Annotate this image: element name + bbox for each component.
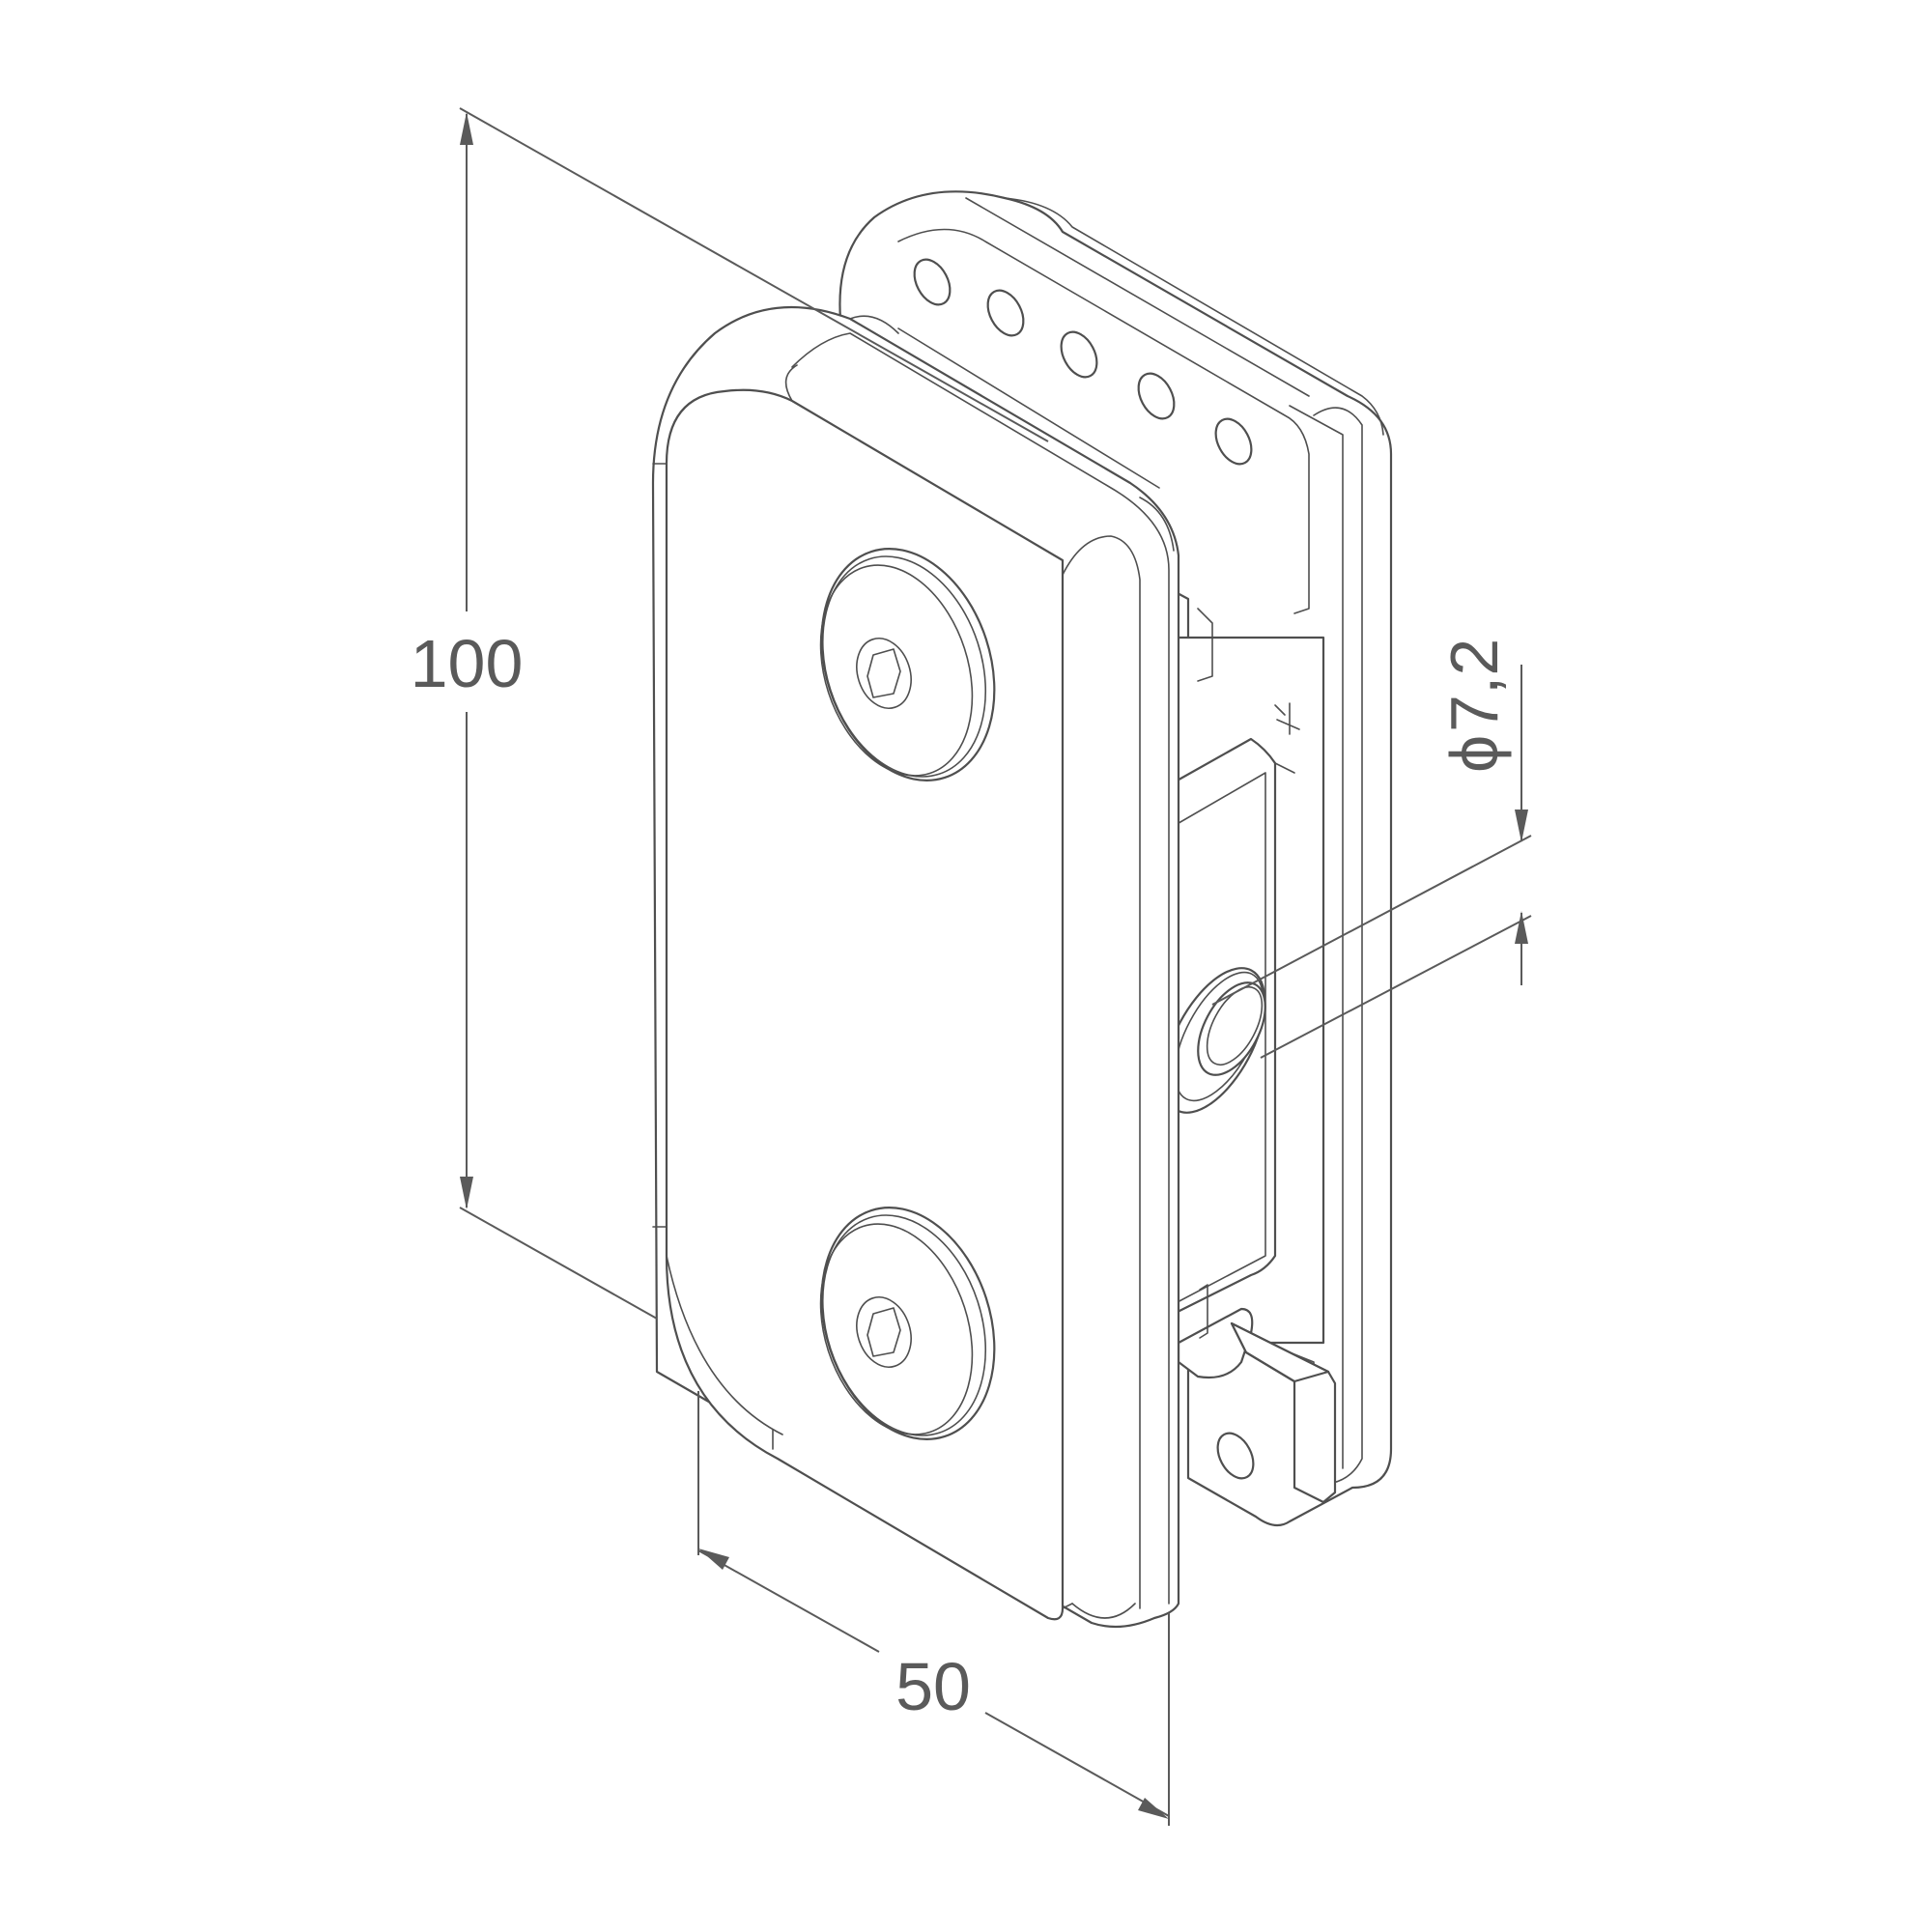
adjustment-hole-2 [986, 289, 1025, 337]
width-arrow-right [1138, 1798, 1169, 1819]
pin-diameter-symbol: ϕ [1436, 735, 1512, 773]
adjustment-hole-1 [913, 258, 952, 306]
adjustment-hole-5 [1214, 417, 1253, 466]
top-screw [819, 548, 996, 781]
height-label: 100 [411, 626, 524, 701]
bottom-mounting-hole [1216, 1432, 1255, 1480]
width-arrow-left [698, 1548, 729, 1570]
height-arrow-top [460, 112, 473, 145]
pin-arrow-bottom [1515, 911, 1528, 944]
height-dimension: 100 [411, 107, 1049, 1320]
width-dimension: 50 [697, 1391, 1170, 1826]
clamp-screws [819, 548, 996, 1440]
pin-arrow-top [1515, 810, 1528, 842]
adjustment-hole-4 [1137, 372, 1176, 420]
adjustment-holes [913, 258, 1255, 1480]
pin-diameter-label: 7,2 [1436, 639, 1512, 732]
pin-diameter-dimension: ϕ 7,2 [1211, 639, 1532, 1059]
width-label: 50 [895, 1649, 971, 1724]
height-arrow-bottom [460, 1177, 473, 1209]
pivot-pin [1162, 967, 1266, 1114]
adjustment-hole-3 [1060, 330, 1098, 379]
bottom-screw [819, 1207, 996, 1440]
